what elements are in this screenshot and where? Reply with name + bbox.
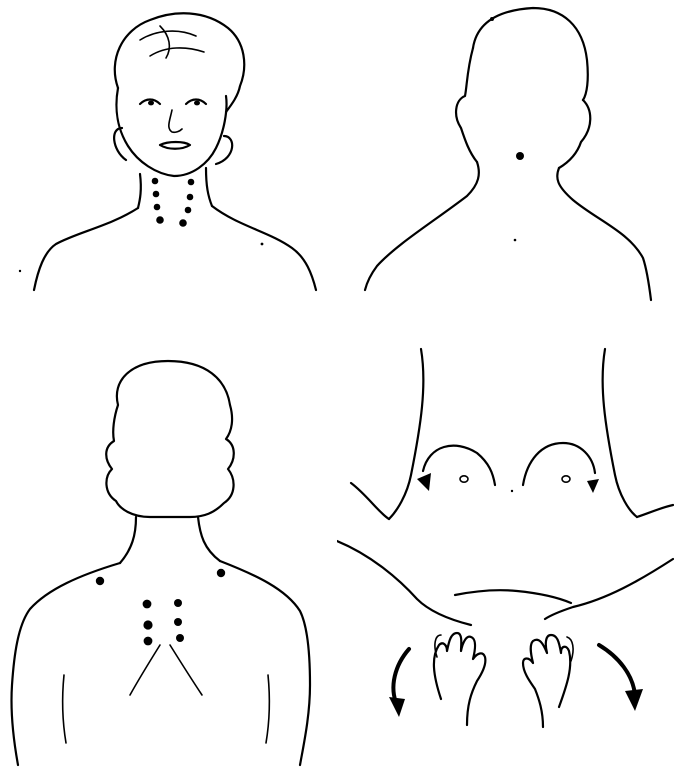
upper-back-figure	[0, 345, 337, 771]
right-hand	[523, 635, 573, 727]
hair-outline	[115, 13, 244, 112]
mouth	[160, 142, 190, 149]
neck-points-right	[179, 179, 194, 227]
right-blade-arrowhead	[587, 479, 599, 493]
left-hand-outline	[434, 633, 485, 725]
spinal-point	[176, 634, 184, 642]
neck-point	[185, 207, 192, 214]
left-blade-arrow	[423, 446, 495, 485]
front-view-panel	[0, 0, 337, 300]
neck-left	[120, 517, 136, 563]
left-ear	[114, 128, 126, 160]
nape-point	[516, 152, 524, 160]
left-shoulder-line	[337, 541, 471, 625]
neck-point	[154, 204, 161, 211]
right-shoulder-arm	[220, 561, 310, 765]
left-shoulder-arm	[11, 563, 120, 765]
left-blade-point	[460, 476, 468, 482]
spinal-points	[143, 599, 184, 645]
left-shoulder	[34, 208, 138, 290]
spinal-point	[143, 620, 152, 629]
right-armpit	[637, 505, 673, 517]
left-side-arrow	[393, 649, 409, 705]
hair-strands	[140, 26, 204, 58]
right-blade-point	[562, 476, 570, 482]
upper-back-view-panel	[0, 345, 337, 771]
back-head-view-panel	[337, 0, 674, 310]
back-head-figure	[337, 0, 674, 310]
right-back-line	[266, 675, 269, 743]
speck	[490, 17, 494, 21]
torso-right-edge	[603, 349, 637, 517]
neck-point	[152, 178, 159, 185]
spinal-point	[174, 618, 182, 626]
left-blade-line	[130, 645, 160, 695]
left-blade-arrowhead	[417, 473, 431, 491]
shoulder-point-right	[217, 569, 225, 577]
speck	[511, 490, 513, 492]
neck-right	[198, 517, 220, 561]
massage-view-panel	[337, 345, 674, 771]
head-right	[559, 100, 590, 168]
neck-point	[188, 179, 195, 186]
speck	[261, 243, 264, 246]
right-shoulder	[212, 206, 316, 290]
right-shoulder	[557, 168, 651, 300]
neck-right	[206, 168, 212, 206]
torso-left-edge	[389, 349, 423, 519]
right-shoulder-line	[545, 559, 673, 619]
spinal-point	[143, 600, 152, 609]
speck	[514, 239, 517, 242]
neck-point	[156, 216, 164, 224]
right-blade-line	[170, 645, 202, 695]
right-blade-arrow	[523, 443, 595, 485]
collar-line	[455, 590, 571, 603]
nose	[169, 110, 182, 132]
neck-points-left	[152, 178, 164, 224]
front-view-figure	[0, 0, 337, 300]
left-side-arrowhead	[389, 697, 405, 717]
neck-point	[187, 194, 194, 201]
hair-bun	[106, 361, 234, 517]
head-left	[456, 48, 477, 162]
right-eye	[194, 101, 200, 106]
spinal-point	[174, 599, 182, 607]
left-armpit	[351, 483, 389, 519]
speck	[19, 270, 21, 272]
left-shoulder	[365, 162, 479, 290]
left-eye	[148, 101, 154, 106]
left-hand	[434, 633, 485, 725]
neck-point	[179, 219, 187, 227]
left-back-line	[63, 675, 66, 743]
right-side-arrow	[599, 645, 635, 695]
massage-figure	[337, 345, 674, 771]
shoulder-point-left	[96, 577, 104, 585]
neck-left	[138, 174, 141, 208]
right-side-arrowhead	[625, 689, 643, 711]
neck-point	[153, 191, 160, 198]
spinal-point	[144, 637, 153, 646]
right-hand-outline	[523, 635, 570, 727]
head-top	[473, 8, 588, 100]
